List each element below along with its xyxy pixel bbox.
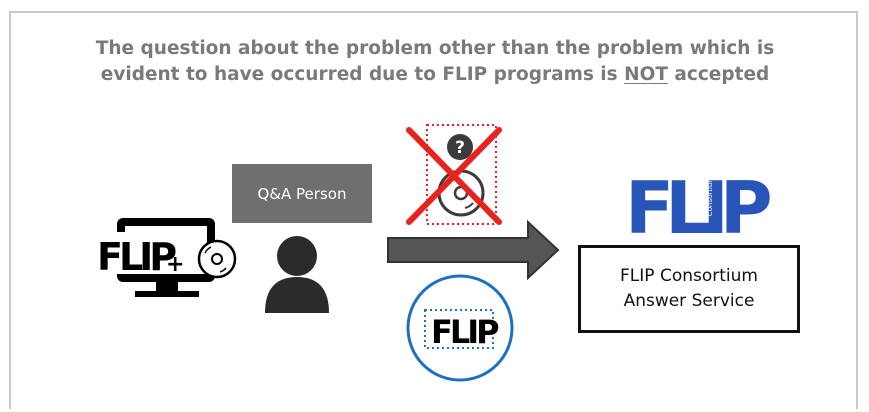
answer-service-line-1: FLIP Consortium	[620, 266, 758, 286]
flip-consortium-logo: FLIP Consortium	[625, 166, 779, 250]
not-emphasis: NOT	[624, 64, 668, 85]
question-icon	[447, 134, 473, 160]
rejected-question-box: ?	[406, 124, 502, 225]
answer-service-box: FLIP Consortium Answer Service	[578, 245, 800, 333]
accepted-flip-circle: FLIP	[406, 274, 514, 382]
svg-text:FLIP: FLIP	[97, 235, 176, 279]
svg-text:FLIP: FLIP	[625, 166, 770, 250]
disc-icon	[197, 239, 237, 279]
notice-heading: The question about the problem other tha…	[60, 36, 810, 88]
answer-service-line-2: Answer Service	[623, 291, 755, 311]
person-icon	[265, 236, 329, 313]
reject-x-line-2	[406, 127, 502, 225]
qa-person-label: Q&A Person	[232, 164, 372, 223]
svg-text:?: ?	[455, 138, 465, 158]
disc-icon-large	[437, 169, 485, 217]
notice-line-1: The question about the problem other tha…	[95, 38, 775, 59]
flip-logo-monitor: FLIP	[95, 232, 180, 279]
svg-text:Consortium: Consortium	[706, 175, 714, 216]
notice-line-2: evident to have occurred due to FLIP pro…	[100, 64, 770, 85]
plus-sign: +	[166, 252, 184, 277]
svg-text:FLIP: FLIP	[431, 313, 499, 351]
arrow-icon	[387, 219, 560, 281]
content-frame	[9, 11, 858, 409]
